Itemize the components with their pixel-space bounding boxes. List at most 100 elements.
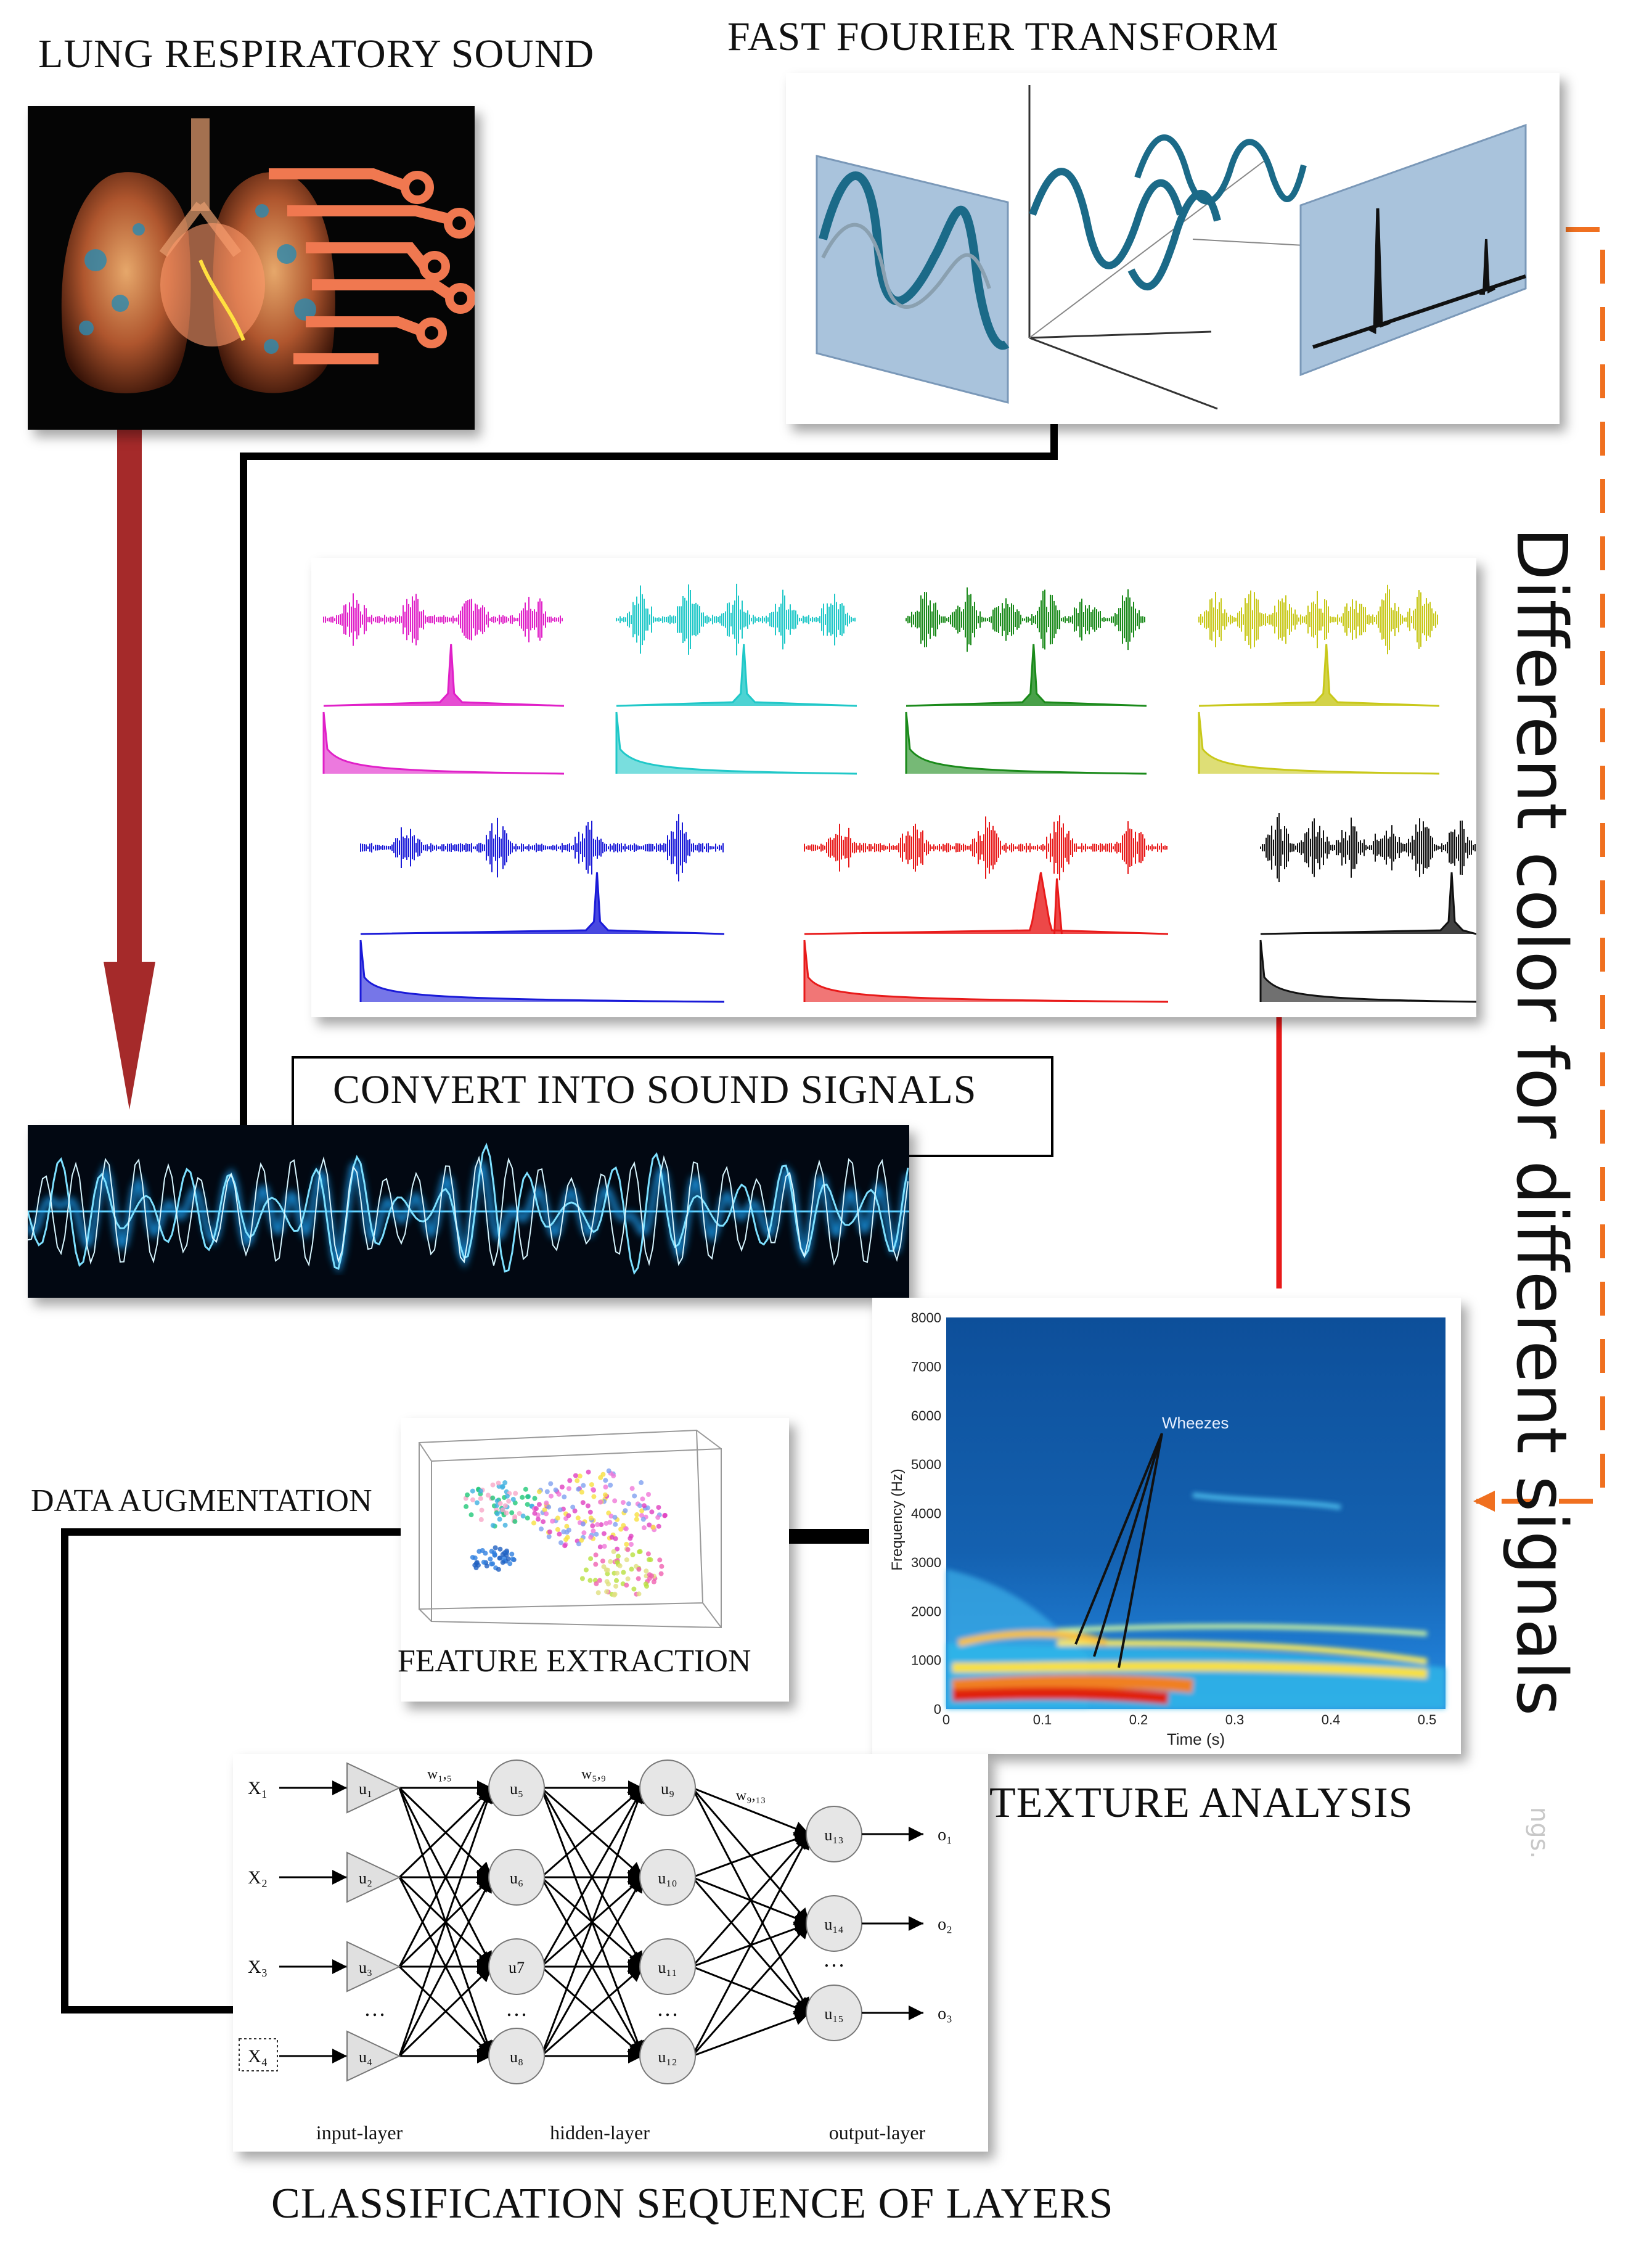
- feature-point: [541, 1519, 546, 1525]
- feature-point: [474, 1500, 480, 1505]
- signal-waveform: [1198, 584, 1438, 655]
- nn-edge: [398, 1787, 493, 1967]
- signal-spectrum: [323, 644, 565, 707]
- feature-point: [504, 1510, 509, 1516]
- nn-hidden2-unit: u₁₀: [658, 1869, 677, 1887]
- feature-point: [504, 1493, 510, 1499]
- feature-point: [504, 1548, 509, 1554]
- feature-point: [655, 1515, 661, 1520]
- feature-point: [611, 1473, 616, 1478]
- feature-point: [639, 1508, 645, 1514]
- spectrogram-xtick: 0.2: [1129, 1712, 1148, 1727]
- nn-edge: [541, 1787, 644, 1878]
- feature-point: [630, 1552, 636, 1557]
- feature-point: [598, 1499, 603, 1505]
- feature-point: [496, 1567, 501, 1572]
- feature-point: [614, 1578, 619, 1583]
- feature-point: [500, 1507, 505, 1513]
- lung-title: LUNG RESPIRATORY SOUND: [38, 31, 595, 76]
- watermark: ngs.: [1525, 1806, 1554, 1859]
- feature-point: [645, 1551, 651, 1557]
- spectrogram-ytick: 8000: [911, 1310, 941, 1325]
- feature-point: [572, 1508, 578, 1514]
- feature-point: [497, 1517, 502, 1522]
- feature-point: [624, 1583, 629, 1588]
- nn-input-unit: u₄: [359, 2048, 372, 2066]
- nn-hidden2-node: [639, 2028, 696, 2084]
- signal-waveform: [323, 593, 563, 646]
- lung-to-waveform-arrowhead: [104, 962, 155, 1110]
- feature-point: [570, 1504, 576, 1510]
- nn-hidden1-node: [488, 1938, 545, 1995]
- feature-point: [566, 1513, 571, 1518]
- feature-point: [605, 1571, 610, 1576]
- nn-input-box: [239, 2038, 278, 2071]
- feature-point: [611, 1592, 617, 1598]
- feature-point: [601, 1531, 607, 1536]
- feature-point: [608, 1514, 614, 1519]
- nn-hidden2-unit: u₉: [661, 1780, 674, 1798]
- feature-point: [620, 1500, 626, 1505]
- spectrogram-ytick: 6000: [911, 1408, 941, 1424]
- feature-point: [512, 1518, 518, 1524]
- nn-hidden1-node: [488, 1759, 545, 1816]
- signal-decay: [803, 940, 1169, 1003]
- signal-group-2: [615, 583, 857, 775]
- feature-point: [566, 1486, 571, 1491]
- spectrogram-xtick: 0.5: [1418, 1712, 1437, 1727]
- feature-point: [645, 1505, 650, 1510]
- feature-point: [505, 1556, 511, 1562]
- feature-point: [532, 1510, 538, 1516]
- convert-title: CONVERT INTO SOUND SIGNALS: [333, 1067, 977, 1112]
- fft-title: FAST FOURIER TRANSFORM: [727, 14, 1279, 59]
- feature-point: [497, 1555, 502, 1561]
- nn-input-label: X₄: [248, 2046, 268, 2067]
- signal-group-7: [1259, 813, 1476, 1003]
- feature-scatter-plot: [419, 1429, 722, 1629]
- nn-input-label: X₃: [248, 1957, 268, 1977]
- feature-point: [615, 1554, 621, 1559]
- feature-point: [603, 1485, 608, 1489]
- signal-group-1: [322, 593, 565, 775]
- feature-point: [613, 1522, 618, 1527]
- side-note: Different color for different signals: [1501, 527, 1581, 1716]
- feature-point: [597, 1578, 602, 1583]
- nn-input-unit: u₃: [359, 1959, 372, 1977]
- feature-point: [628, 1533, 634, 1539]
- signal-spectrum: [616, 644, 857, 707]
- feature-point: [656, 1505, 661, 1510]
- feature-point: [621, 1523, 626, 1528]
- feature-point: [621, 1570, 626, 1575]
- nn-hidden1-unit: u₅: [510, 1780, 523, 1798]
- nn-hidden2-unit: u₁₂: [658, 2048, 677, 2066]
- wheezes-annotation: Wheezes: [1162, 1414, 1229, 1432]
- feature-point: [640, 1496, 645, 1502]
- spectrogram-ytick: 5000: [911, 1457, 941, 1472]
- nn-layer-label: hidden-layer: [550, 2121, 650, 2144]
- feature-point: [636, 1576, 641, 1581]
- nn-edge: [691, 1923, 811, 2057]
- nn-hidden1-node: [488, 1849, 545, 1906]
- feature-point: [639, 1480, 644, 1485]
- feature-point: [479, 1507, 485, 1513]
- feature-point: [603, 1567, 609, 1573]
- nn-edge: [540, 1787, 644, 1967]
- feature-point: [506, 1498, 512, 1504]
- feature-point: [488, 1556, 493, 1562]
- feature-point: [509, 1510, 515, 1515]
- signals-svg: [322, 583, 1476, 1003]
- feature-point: [591, 1487, 596, 1493]
- feature-point: [625, 1547, 631, 1552]
- feature-point: [588, 1515, 594, 1521]
- signal-group-4: [1198, 584, 1440, 775]
- feature-point: [586, 1469, 591, 1475]
- feature-point: [612, 1515, 618, 1520]
- signal-decay: [1259, 940, 1476, 1003]
- feature-point: [481, 1560, 486, 1565]
- orange-arrowhead: [1473, 1491, 1495, 1512]
- feature-point: [478, 1517, 484, 1522]
- feature-point: [536, 1517, 541, 1522]
- feature-point: [510, 1497, 516, 1502]
- feature-point: [641, 1525, 647, 1531]
